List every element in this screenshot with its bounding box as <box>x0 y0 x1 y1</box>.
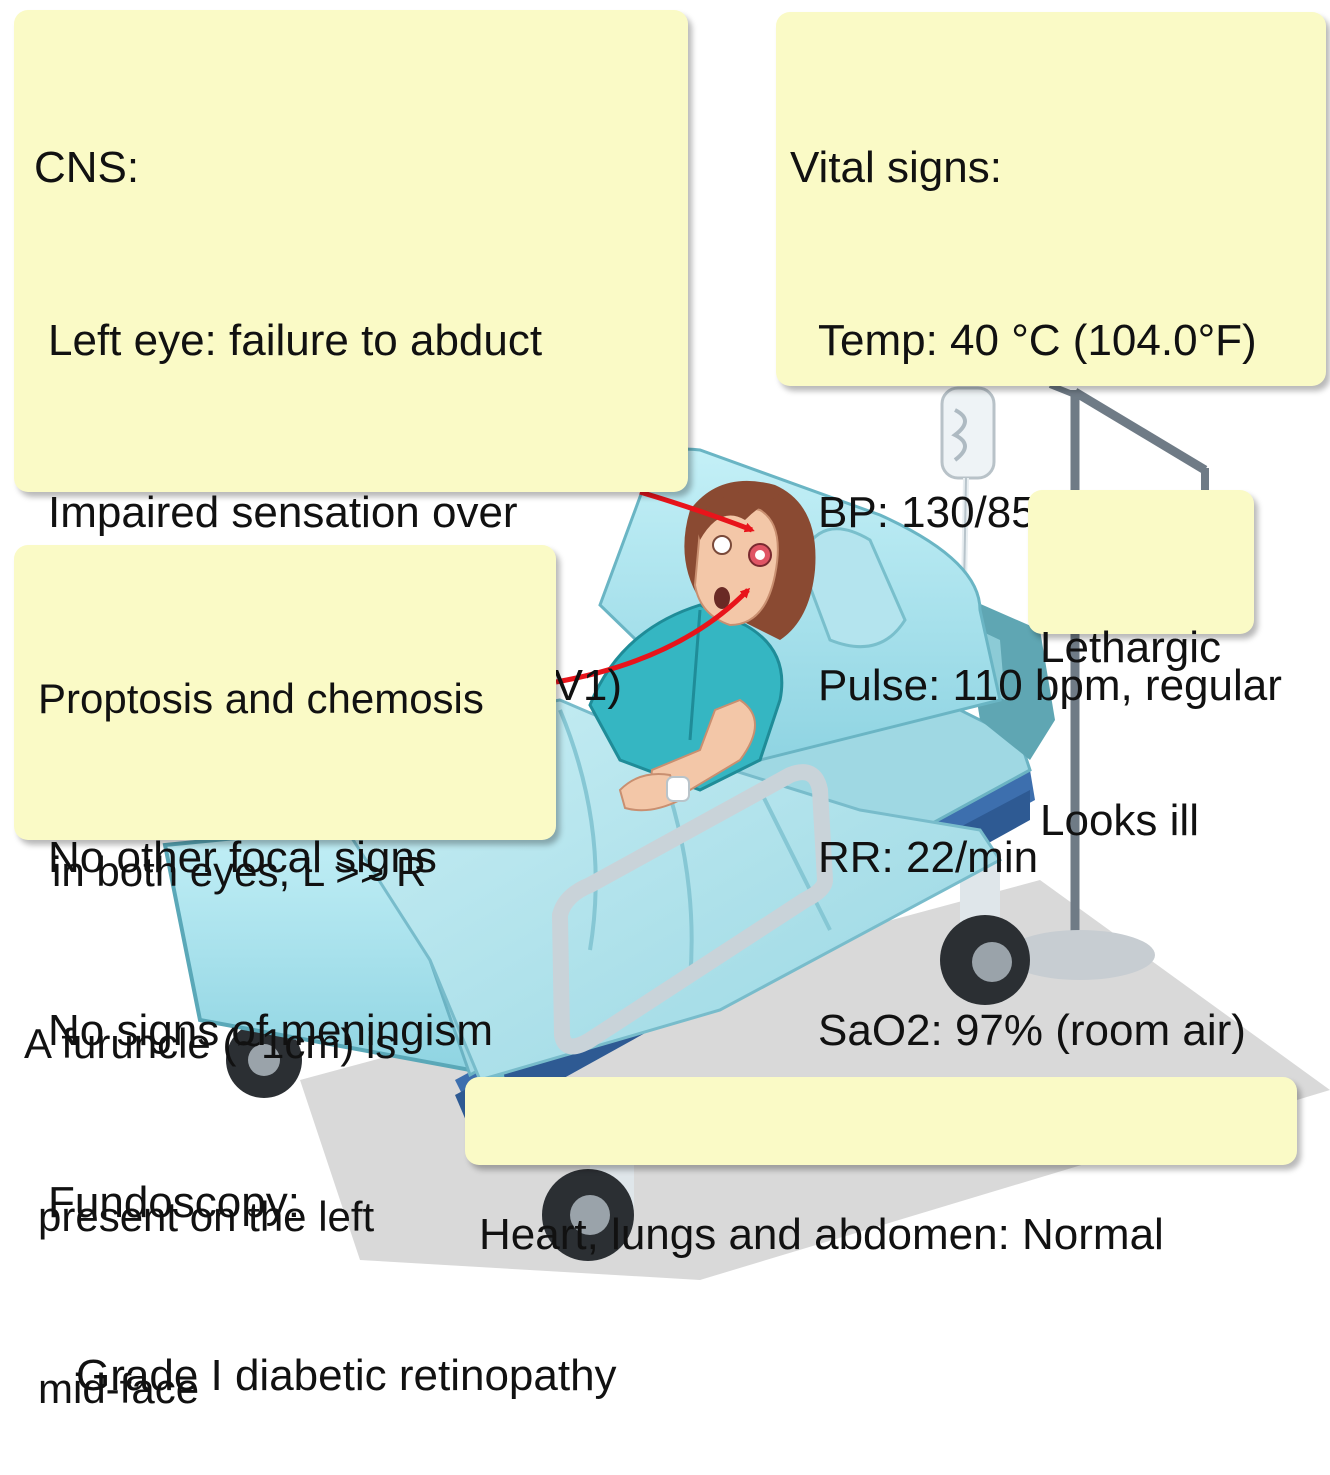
vitals-line: Pulse: 110 bpm, regular <box>818 660 1282 710</box>
cns-line: Left eye: failure to abduct <box>48 315 543 365</box>
eye-finding-line: in both eyes, L >> R <box>52 847 427 895</box>
eye-face-findings-note: Proptosis and chemosis in both eyes, L >… <box>14 545 556 1412</box>
arrow-proptosis-to-face <box>555 587 751 685</box>
cns-line: No other focal signs <box>48 833 437 882</box>
general-appearance-note: Lethargic Looks ill <box>1028 490 1254 845</box>
patient-icon <box>588 480 816 812</box>
bed-side-rail <box>551 764 834 1055</box>
general-line: Looks ill <box>1040 795 1199 845</box>
face-finding-line: A furuncle (~1cm) is <box>24 1020 397 1067</box>
cns-findings-note: CNS: Left eye: failure to abduct Impaire… <box>14 10 688 1400</box>
face-finding-line: mid-face <box>38 1365 200 1412</box>
general-line: Lethargic <box>1040 623 1222 672</box>
vitals-line: SaO2: 97% (room air) <box>818 1005 1246 1055</box>
vitals-heading: Vital signs: <box>790 143 1002 192</box>
vital-signs-note: Vital signs: Temp: 40 °C (104.0°F) BP: 1… <box>776 12 1326 1055</box>
face-finding-line: present on the left <box>38 1192 375 1240</box>
cns-line: Fundoscopy: <box>48 1178 300 1227</box>
cns-line: No signs of meningism <box>48 1005 494 1055</box>
eye-finding-line: Proptosis and chemosis <box>38 675 484 722</box>
exam-line: Heart, lungs and abdomen: Normal <box>479 1210 1164 1259</box>
cns-line: Impaired sensation over <box>48 488 518 537</box>
arrow-cns-to-eye <box>639 489 755 533</box>
systemic-exam-note: Heart, lungs and abdomen: Normal <box>465 1077 1297 1259</box>
cns-heading: CNS: <box>34 143 140 192</box>
vitals-line: RR: 22/min <box>818 833 1039 882</box>
bed-wheel-front <box>542 1150 634 1261</box>
vitals-line: Temp: 40 °C (104.0°F) <box>818 315 1257 365</box>
pillow <box>798 527 907 649</box>
